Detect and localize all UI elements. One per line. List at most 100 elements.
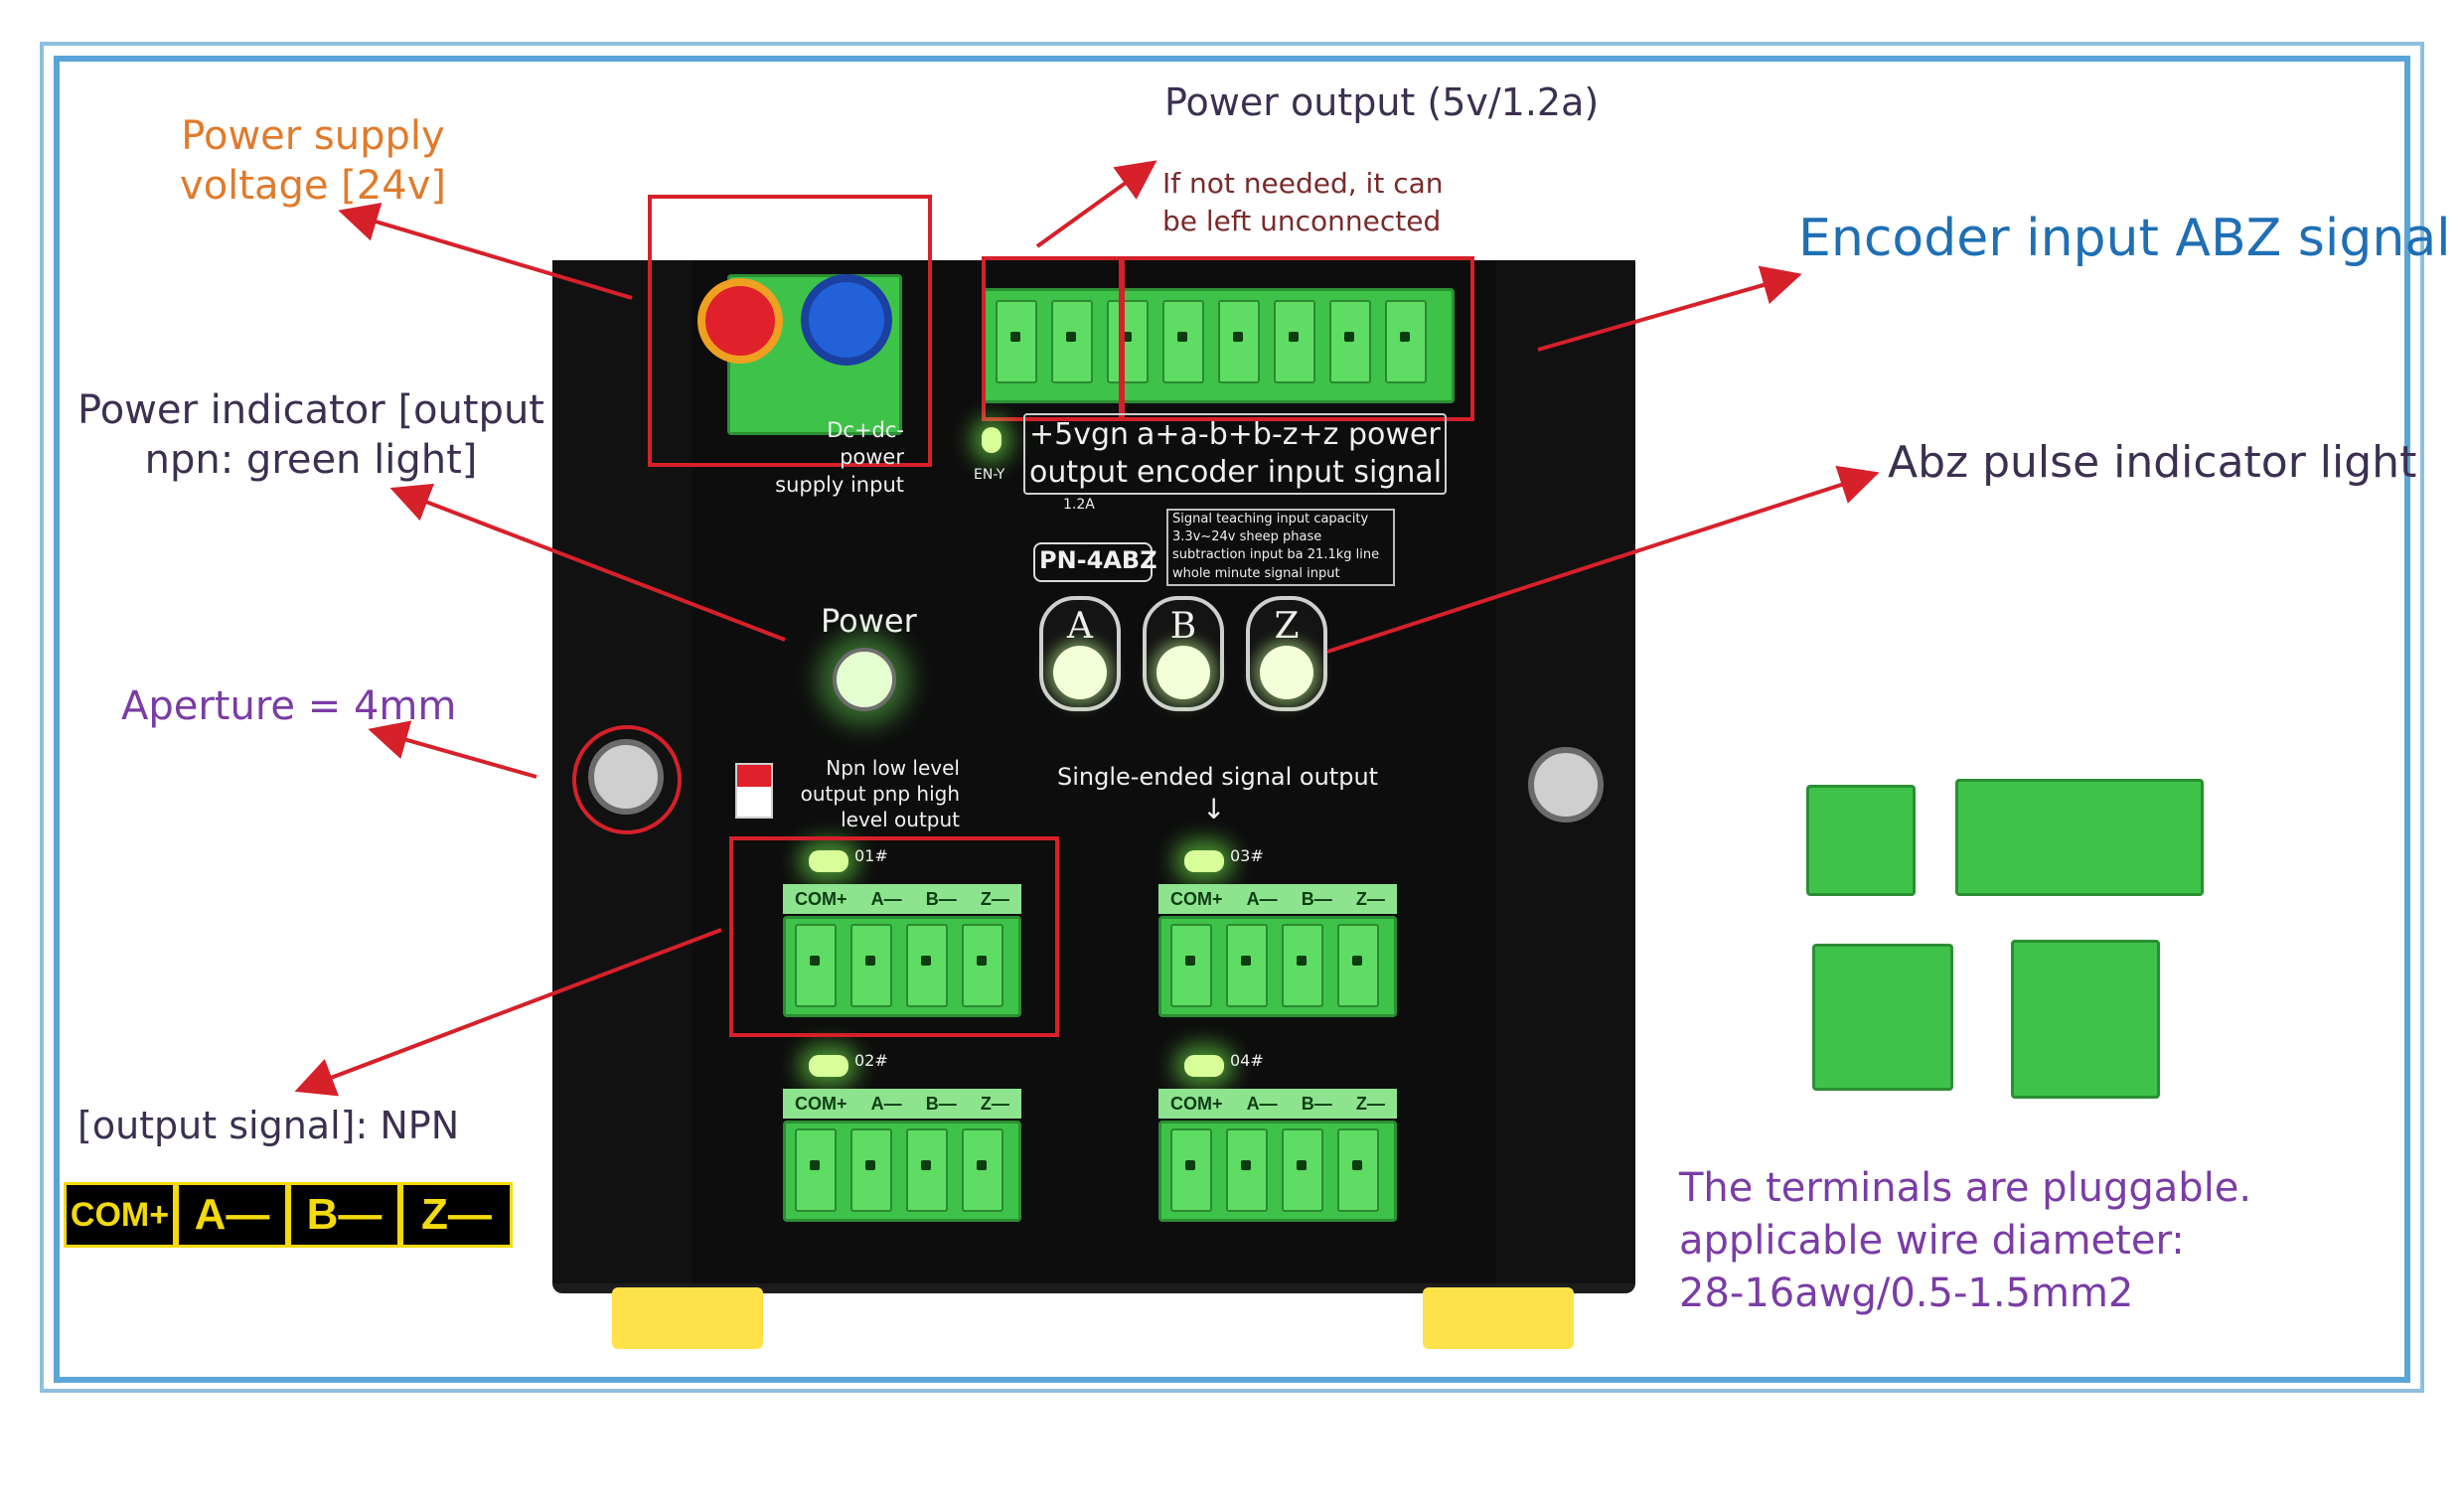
z-pulse-indicator: Z [1246,596,1327,711]
single-ended-label: Single-ended signal output [1057,763,1379,791]
a-letter: A [1067,606,1093,647]
power-output-label: Power output (5v/1.2a) [1164,80,1600,124]
output-terminal-pin[interactable] [850,924,892,1007]
header-5v-gnd: +5vgn [1029,417,1130,452]
model-badge [1033,542,1153,582]
b-letter: B [1169,606,1197,647]
terminal-header-cell: B— [1301,888,1332,909]
a-pulse-indicator: A [1039,596,1121,711]
output-terminal-pin[interactable] [1226,1128,1268,1212]
power-output-highlight [982,256,1123,421]
terminal-header: COM+ A— B— Z— [1158,1089,1397,1119]
dc-input-label: Dc+dc- power supply input [775,418,904,497]
npn-note: Npn low level output pnp high level outp… [800,756,960,831]
legend-com: COM+ [64,1182,176,1248]
output-terminal-highlight [729,836,1059,1037]
power-supply-voltage-label: Power supply voltage [24v] [180,113,446,209]
output-terminal-pin[interactable] [795,1128,837,1212]
terminal-header-cell: Z— [1355,1093,1385,1114]
channel-indicator-led [1184,850,1224,872]
terminal-header: COM+A—B—Z— [783,1089,1021,1119]
encoder-terminal-pin[interactable] [1051,300,1093,383]
terminal-header-cell: B— [1301,1093,1332,1114]
a-led [1053,646,1107,699]
output-terminal-pin[interactable] [1282,924,1323,1007]
power-indicator-led [833,648,896,711]
down-arrow-icon: ↓ [1202,793,1226,825]
output-terminal-pin[interactable] [906,1128,948,1212]
not-needed-note: If not needed, it can be left unconnecte… [1162,167,1444,237]
z-led [1260,646,1313,699]
en-indicator-led [982,427,1001,453]
abz-pulse-label: Abz pulse indicator light [1888,437,2417,488]
terminal-header-cell: COM+ [795,1093,847,1114]
model-label: PN-4ABZ [1039,546,1157,574]
encoder-terminal-pin[interactable] [1218,300,1260,383]
terminal-header-cell: Z— [1355,888,1385,909]
encoder-terminal-pin[interactable] [1274,300,1315,383]
din-clip-right [1423,1287,1574,1349]
channel-indicator-led [809,850,848,872]
power-label: Power [821,602,917,640]
encoder-input-label: Encoder input ABZ signal [1798,209,2451,268]
top-header-plate [1023,413,1447,495]
legend-a-minus: A— [176,1182,288,1248]
output-terminal-pin[interactable] [1226,924,1268,1007]
npn-pnp-switch[interactable] [735,763,773,819]
outer-frame [40,42,2424,1393]
en-label: EN-Y [974,467,1005,483]
encoder-terminal-pin[interactable] [1107,300,1149,383]
loose-8pin-connector [1955,779,2204,896]
b-pulse-indicator: B [1143,596,1224,711]
loose-2pin-connector [1806,785,1916,896]
loose-4pin-connector-a [1812,944,1953,1091]
legend-b-minus: B— [288,1182,400,1248]
output-terminal-pin[interactable] [906,924,948,1007]
spec-text: Signal teaching input capacity 3.3v~24v … [1172,512,1380,581]
output-terminal-pin[interactable] [1337,1128,1379,1212]
encoder-input-highlight [1121,256,1474,421]
output-terminal-pin[interactable] [1337,924,1379,1007]
terminal-header-cell: Z— [980,1093,1009,1114]
output-terminal-pin[interactable] [850,1128,892,1212]
channel-label: 03# [1230,846,1264,865]
channel-label: 01# [854,846,888,865]
terminal-header-cell: COM+ [1170,1093,1223,1114]
aperture-label: Aperture = 4mm [121,683,457,729]
power-indicator-label: Power indicator [output npn: green light… [77,387,544,483]
terminal-header-cell: A— [1246,888,1278,909]
terminal-header-cell: Z— [980,888,1009,909]
output-terminal-pin[interactable] [962,1128,1003,1212]
output-terminal-pin[interactable] [1170,1128,1212,1212]
channel-indicator-led [809,1055,848,1077]
output-terminal-pin[interactable] [962,924,1003,1007]
terminal-header-cell: B— [925,888,957,909]
encoder-terminal-pin[interactable] [1162,300,1204,383]
current-label: 1.2A [1063,497,1095,513]
header-output: output [1029,455,1128,490]
encoder-terminal-pin[interactable] [1329,300,1371,383]
output-signal-label: [output signal]: NPN [77,1104,460,1147]
encoder-terminal-pin[interactable] [1385,300,1427,383]
header-encoder-input: encoder input signal [1137,455,1443,490]
channel-label: 02# [854,1051,888,1070]
terminal-header-cell: A— [870,1093,902,1114]
mounting-hole-right [1528,747,1604,823]
terminal-header: COM+A—B—Z— [1158,884,1397,914]
z-letter: Z [1274,606,1300,647]
terminal-header: COM+ A— B— Z— [783,884,1021,914]
channel-label: 04# [1230,1051,1264,1070]
output-terminal-pin[interactable] [1170,924,1212,1007]
terminal-header-cell: A— [1246,1093,1278,1114]
encoder-terminal-pin[interactable] [996,300,1037,383]
red-wire-ferrule [697,278,783,364]
power-input-highlight [648,195,932,467]
header-abz-power: a+a-b+b-z+z power [1137,417,1441,452]
aperture-highlight-circle [572,725,682,834]
loose-4pin-connector-b [2011,940,2160,1099]
output-terminal-pin[interactable] [1282,1128,1323,1212]
legend-z-minus: Z— [400,1182,513,1248]
terminal-header-cell: COM+ [795,888,847,909]
output-terminal-pin[interactable] [795,924,837,1007]
terminal-header-cell: A— [870,888,902,909]
